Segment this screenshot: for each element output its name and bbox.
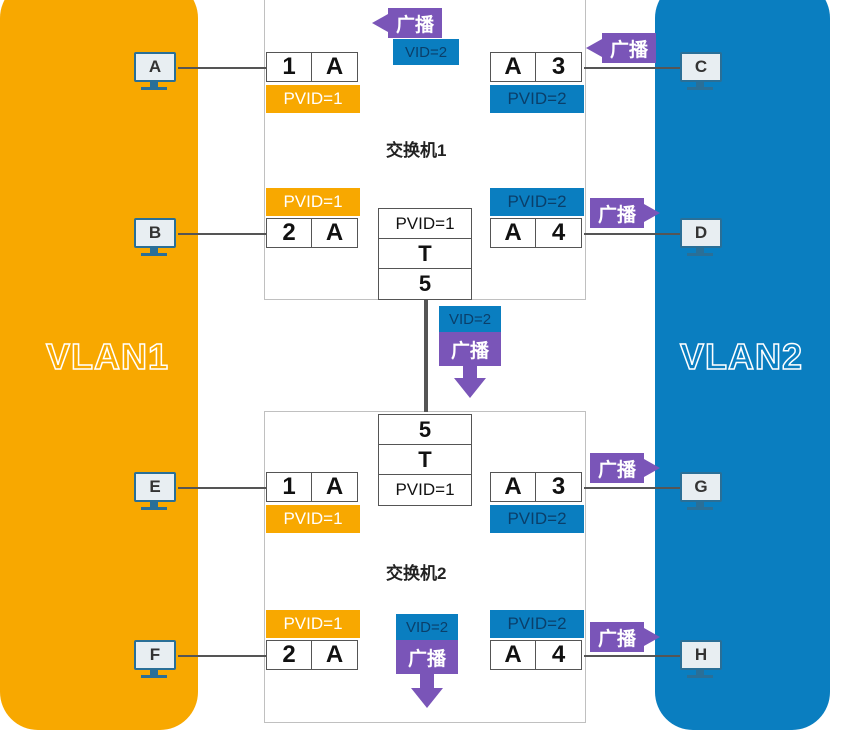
- trunk-number: 5: [418, 271, 432, 296]
- arrow-left-icon: [586, 39, 602, 57]
- pc-label: G: [680, 472, 722, 502]
- link-g: [584, 487, 680, 489]
- port-number: 2: [266, 218, 312, 248]
- arrow-down-icon: [411, 688, 443, 708]
- arrow-down-icon: [454, 378, 486, 398]
- port-number: 3: [536, 472, 582, 502]
- pc-label: H: [680, 640, 722, 670]
- pc-c-icon: C: [680, 52, 722, 92]
- sw1-port-2-pvid: PVID=1: [266, 188, 360, 216]
- sw1-port-1: 1 A: [266, 52, 358, 82]
- broadcast-d: 广播: [590, 198, 661, 228]
- sw1-port-4-pvid: PVID=2: [490, 188, 584, 216]
- trunk-frame-tag: VID=2 广播: [439, 306, 501, 366]
- trunk-pvid: PVID=1: [379, 209, 471, 239]
- sw2-port-1: 1 A: [266, 472, 358, 502]
- sw1-port-1-pvid: PVID=1: [266, 85, 360, 113]
- pc-e-icon: E: [134, 472, 176, 512]
- arrow-left-icon: [372, 14, 388, 32]
- sw2-port-3-pvid: PVID=2: [490, 505, 584, 533]
- port-number: 4: [536, 218, 582, 248]
- port-mode: A: [312, 52, 358, 82]
- vlan1-band: [0, 0, 198, 730]
- pc-h-icon: H: [680, 640, 722, 680]
- arrow-right-icon: [644, 628, 661, 646]
- port-mode: A: [490, 218, 536, 248]
- pc-g-icon: G: [680, 472, 722, 512]
- broadcast-label: 广播: [590, 453, 645, 483]
- broadcast-label: 广播: [590, 622, 645, 652]
- pc-b-icon: B: [134, 218, 176, 258]
- broadcast-c: 广播: [586, 33, 657, 63]
- trunk-mode: T: [379, 239, 471, 269]
- vlan1-label: VLAN1: [45, 335, 170, 378]
- port-mode: A: [490, 472, 536, 502]
- port-number: 2: [266, 640, 312, 670]
- sw2-bottom-frame-tag: VID=2 广播: [396, 614, 458, 674]
- broadcast-sw1-top: 广播: [372, 8, 443, 38]
- trunk-mode: T: [379, 445, 471, 475]
- link-e: [178, 487, 266, 489]
- sw2-port-4-pvid: PVID=2: [490, 610, 584, 638]
- port-mode: A: [312, 472, 358, 502]
- port-number: 1: [266, 52, 312, 82]
- link-b: [178, 233, 266, 235]
- pc-label: F: [134, 640, 176, 670]
- pc-a-icon: A: [134, 52, 176, 92]
- pc-label: B: [134, 218, 176, 248]
- port-mode: A: [490, 640, 536, 670]
- sw2-trunk-port: 5 T PVID=1: [378, 414, 472, 506]
- broadcast-label: 广播: [396, 640, 458, 674]
- vlan2-band: [655, 0, 830, 730]
- arrow-stem: [463, 366, 477, 378]
- sw1-port-4: A 4: [490, 218, 582, 248]
- port-mode: A: [312, 218, 358, 248]
- vid-tag-sw1: VID=2: [393, 39, 459, 65]
- sw2-port-1-pvid: PVID=1: [266, 505, 360, 533]
- trunk-link: [424, 298, 428, 412]
- vid-label: VID=2: [396, 614, 458, 640]
- broadcast-g: 广播: [590, 453, 661, 483]
- switch2-label: 交换机2: [386, 564, 447, 583]
- link-d: [584, 233, 680, 235]
- sw1-port-3: A 3: [490, 52, 582, 82]
- trunk-pvid: PVID=1: [395, 480, 455, 499]
- vlan2-label: VLAN2: [679, 335, 804, 378]
- sw1-port-2: 2 A: [266, 218, 358, 248]
- trunk-number: 5: [379, 415, 471, 445]
- sw2-port-2-pvid: PVID=1: [266, 610, 360, 638]
- switch1-label: 交换机1: [386, 141, 447, 160]
- link-c: [584, 67, 680, 69]
- sw2-port-2: 2 A: [266, 640, 358, 670]
- vid-label: VID=2: [439, 306, 501, 332]
- broadcast-label: 广播: [388, 8, 443, 38]
- sw1-trunk-port: PVID=1 T 5: [378, 208, 472, 300]
- port-number: 4: [536, 640, 582, 670]
- link-f: [178, 655, 266, 657]
- pc-label: A: [134, 52, 176, 82]
- link-a: [178, 67, 266, 69]
- pc-f-icon: F: [134, 640, 176, 680]
- port-mode: A: [490, 52, 536, 82]
- link-h: [584, 655, 680, 657]
- broadcast-label: 广播: [439, 332, 501, 366]
- arrow-right-icon: [644, 204, 661, 222]
- sw2-port-4: A 4: [490, 640, 582, 670]
- arrow-stem: [420, 674, 434, 688]
- broadcast-label: 广播: [602, 33, 657, 63]
- broadcast-h: 广播: [590, 622, 661, 652]
- port-number: 1: [266, 472, 312, 502]
- pc-d-icon: D: [680, 218, 722, 258]
- port-number: 3: [536, 52, 582, 82]
- pc-label: E: [134, 472, 176, 502]
- sw2-port-3: A 3: [490, 472, 582, 502]
- arrow-right-icon: [644, 459, 661, 477]
- pc-label: C: [680, 52, 722, 82]
- broadcast-label: 广播: [590, 198, 645, 228]
- pc-label: D: [680, 218, 722, 248]
- port-mode: A: [312, 640, 358, 670]
- sw1-port-3-pvid: PVID=2: [490, 85, 584, 113]
